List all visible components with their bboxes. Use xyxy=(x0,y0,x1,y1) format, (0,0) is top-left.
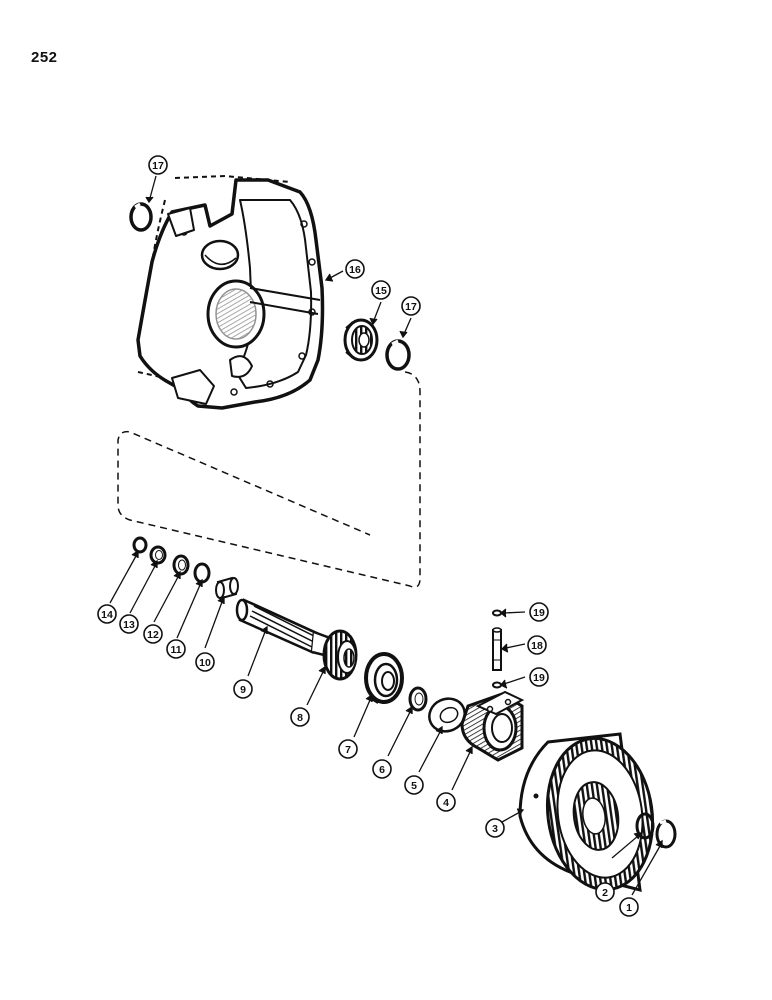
callout-7: 7 xyxy=(345,744,351,756)
ring-gear-hub-3 xyxy=(518,732,655,893)
callout-12: 12 xyxy=(147,629,159,641)
callout-18: 18 xyxy=(531,640,543,652)
callout-3: 3 xyxy=(492,823,498,835)
snap-ring-6 xyxy=(408,686,428,712)
callout-15: 15 xyxy=(375,285,387,297)
snap-ring-17-upper xyxy=(129,202,153,232)
washer-12 xyxy=(172,554,190,576)
pin-18 xyxy=(492,627,502,671)
callout-5: 5 xyxy=(411,780,417,792)
callout-8: 8 xyxy=(297,712,303,724)
assembly-dashed-line xyxy=(117,371,421,588)
callout-13: 13 xyxy=(123,619,135,631)
spur-gear-8 xyxy=(322,629,358,681)
callout-11: 11 xyxy=(170,644,181,656)
callout-6: 6 xyxy=(379,764,385,776)
callout-9: 9 xyxy=(240,684,246,696)
splined-shaft-9 xyxy=(235,598,332,658)
callout-16: 16 xyxy=(349,264,361,276)
o-ring-19-upper xyxy=(492,609,502,617)
snap-ring-14 xyxy=(132,536,148,554)
snap-ring-2 xyxy=(635,812,655,840)
callout-10: 10 xyxy=(199,657,211,669)
housing xyxy=(136,175,325,410)
callouts: 1 2 3 4 5 6 7 8 9 10 11 12 13 14 15 16 1… xyxy=(97,155,663,917)
callout-4: 4 xyxy=(443,797,449,809)
bearing-15 xyxy=(343,318,379,362)
callout-19-upper: 19 xyxy=(533,607,545,619)
callout-2: 2 xyxy=(602,887,608,899)
callout-14: 14 xyxy=(101,609,113,621)
snap-ring-17-lower xyxy=(385,339,411,371)
callout-17-upper: 17 xyxy=(152,160,164,172)
callout-17-lower: 17 xyxy=(405,301,417,313)
washer-13 xyxy=(149,545,167,565)
snap-ring-1 xyxy=(655,819,677,849)
page-number: 252 xyxy=(31,49,58,66)
callout-19-lower: 19 xyxy=(533,672,545,684)
callout-1: 1 xyxy=(626,902,632,914)
thrust-washer-5 xyxy=(428,697,466,733)
ball-bearing-7 xyxy=(364,652,404,704)
o-ring-19-lower xyxy=(492,681,502,689)
bushing-10 xyxy=(215,576,239,600)
bearing-carrier-4 xyxy=(460,690,525,762)
